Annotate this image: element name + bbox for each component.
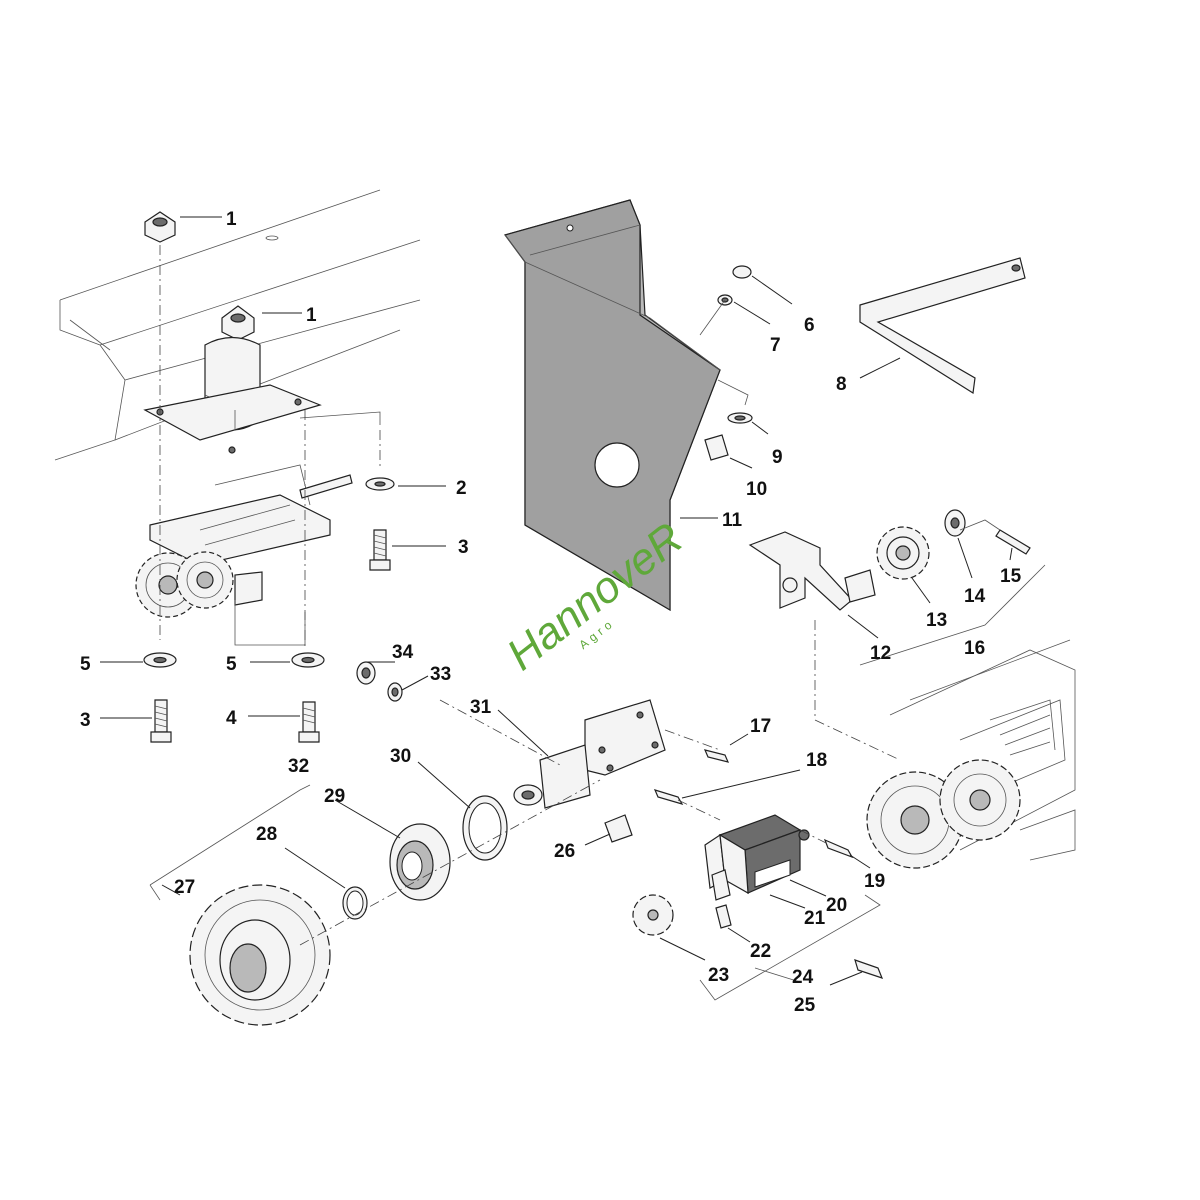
callout-label: 29 (324, 786, 345, 807)
fasteners-left (143, 477, 395, 743)
callout-label: 5 (226, 654, 237, 675)
callout-label: 4 (226, 708, 237, 729)
callout-label: 32 (288, 756, 309, 777)
callout-label: 20 (826, 895, 847, 916)
callout-label: 21 (804, 908, 826, 929)
plate-fill (503, 199, 721, 612)
callout-label: 3 (80, 710, 91, 731)
pin-22 (715, 904, 732, 929)
nut-1-top (144, 211, 176, 243)
star-wheel-23 (632, 894, 674, 936)
callout-label: 16 (964, 638, 985, 659)
callout-label: 19 (864, 871, 885, 892)
screw-19 (823, 838, 854, 859)
gearbox-body (149, 494, 331, 566)
leader-lines (100, 216, 1013, 986)
callout-label: 22 (750, 941, 771, 962)
pin-15 (995, 529, 1031, 555)
callout-label: 25 (794, 995, 816, 1016)
nut-6 (732, 265, 752, 279)
callout-label: 30 (390, 746, 411, 767)
callout-label: 8 (836, 374, 847, 395)
bearing-29 (389, 823, 451, 901)
nut-1-lower (221, 305, 255, 341)
callout-label: 1 (306, 305, 317, 326)
mount-plate-31 (584, 699, 666, 776)
sprocket-assembly (149, 779, 601, 1026)
bolt-10 (704, 434, 729, 461)
pin-21 (711, 869, 731, 901)
callout-label: 23 (708, 965, 729, 986)
callout-label: 28 (256, 824, 277, 845)
callout-label: 13 (926, 610, 947, 631)
gearbox-shaft (299, 474, 353, 499)
nut-1-lower-hole (230, 313, 246, 323)
screw-25 (854, 959, 884, 979)
callout-label: 9 (772, 447, 783, 468)
gearbox-bracket (234, 571, 263, 606)
screw-18 (653, 789, 684, 805)
callout-label: 17 (750, 716, 771, 737)
bolt-4 (302, 701, 316, 733)
mounting-plate (143, 384, 322, 441)
sleeve-26 (604, 814, 633, 843)
bracket-8 (859, 257, 1026, 395)
callout-labels: 1 1 2 3 3 4 5 5 6 7 8 9 10 11 12 13 14 1… (80, 209, 1022, 1016)
gear-13 (876, 526, 930, 580)
callout-label: 15 (1000, 566, 1022, 587)
callout-label: 5 (80, 654, 91, 675)
plate-hole (594, 442, 640, 488)
nut-1-top-hole (152, 217, 168, 227)
callout-label: 12 (870, 643, 891, 664)
bracket-8-body (859, 257, 1026, 395)
machine-housing-right (866, 639, 1076, 869)
callout-label: 1 (226, 209, 237, 230)
fasteners-33-34 (356, 661, 403, 702)
fasteners-plate (699, 265, 753, 461)
screw-17 (703, 749, 730, 763)
cover-plate-11 (503, 199, 721, 612)
callout-label: 31 (470, 697, 492, 718)
counter-block-31 (539, 744, 591, 809)
callout-label: 33 (430, 664, 451, 685)
callout-label: 7 (770, 335, 781, 356)
shaft-assembly-right (748, 509, 1046, 761)
callout-label: 24 (792, 967, 814, 988)
callout-label: 34 (392, 642, 414, 663)
callout-label: 26 (554, 841, 575, 862)
callout-label: 3 (458, 537, 469, 558)
callout-label: 14 (964, 586, 986, 607)
callout-label: 2 (456, 478, 467, 499)
counter-assembly (439, 699, 884, 1001)
callout-label: 6 (804, 315, 815, 336)
callout-label: 10 (746, 479, 767, 500)
callout-label: 11 (722, 510, 743, 531)
bolt-3-lower (154, 699, 168, 733)
gearbox-assembly (135, 211, 381, 650)
callout-label: 27 (174, 877, 195, 898)
bracket-12 (748, 531, 853, 611)
callout-label: 18 (806, 750, 827, 771)
